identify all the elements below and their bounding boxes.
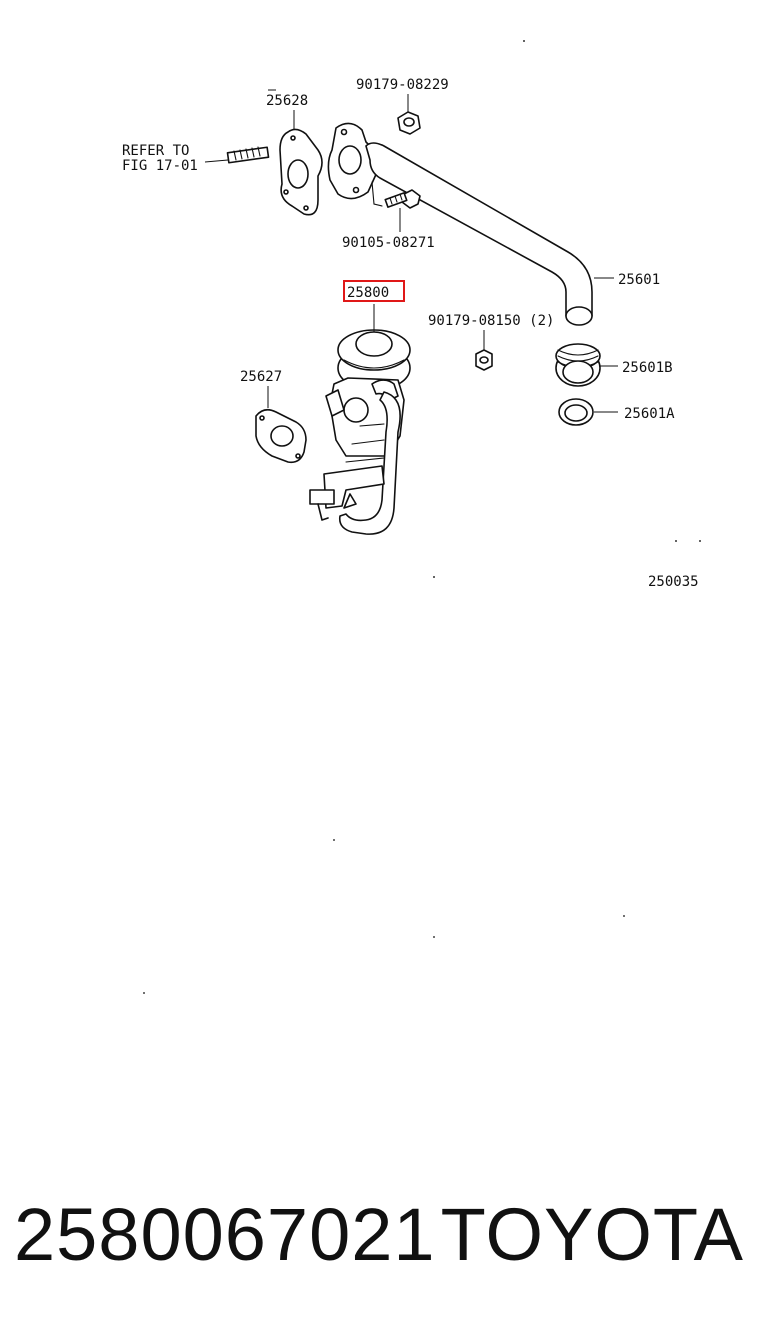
- part-number: 2580067021: [14, 1193, 436, 1276]
- nut-90179-08150[interactable]: [475, 349, 493, 371]
- egr-valve-25800[interactable]: [309, 329, 411, 535]
- label-25601B[interactable]: 25601B: [622, 360, 673, 376]
- pipe-25601[interactable]: [327, 122, 593, 326]
- label-refer-line2[interactable]: FIG 17-01: [122, 158, 198, 174]
- scan-specks: [143, 839, 625, 994]
- label-25628[interactable]: 25628: [266, 93, 308, 109]
- label-25627[interactable]: 25627: [240, 369, 282, 385]
- ring-25601A[interactable]: [558, 398, 594, 426]
- label-25601[interactable]: 25601: [618, 272, 660, 288]
- label-90105-08271[interactable]: 90105-08271: [342, 235, 435, 251]
- label-figure-code: 250035: [648, 574, 699, 590]
- label-90179-08229[interactable]: 90179-08229: [356, 77, 449, 93]
- speck-marks: [433, 40, 701, 578]
- highlight-box-25800: [343, 280, 405, 302]
- label-25800[interactable]: 25800: [347, 285, 389, 301]
- stud-bolt: [226, 146, 270, 164]
- parts-diagram: 25628 90179-08229 REFER TO FIG 17-01 901…: [122, 40, 701, 590]
- gasket-25627[interactable]: [255, 408, 307, 464]
- gasket-25628[interactable]: [279, 128, 323, 216]
- brand-name: TOYOTA: [440, 1193, 744, 1276]
- leader-refer: [204, 159, 229, 163]
- label-90179-08150[interactable]: 90179-08150 (2): [428, 313, 554, 329]
- sleeve-25601B[interactable]: [555, 343, 601, 387]
- nut-90179-08229[interactable]: [397, 111, 421, 135]
- label-25601A[interactable]: 25601A: [624, 406, 675, 422]
- label-refer-line1[interactable]: REFER TO: [122, 143, 189, 159]
- footer: 2580067021 TOYOTA: [0, 1190, 760, 1280]
- bolt-90105-08271[interactable]: [384, 189, 421, 209]
